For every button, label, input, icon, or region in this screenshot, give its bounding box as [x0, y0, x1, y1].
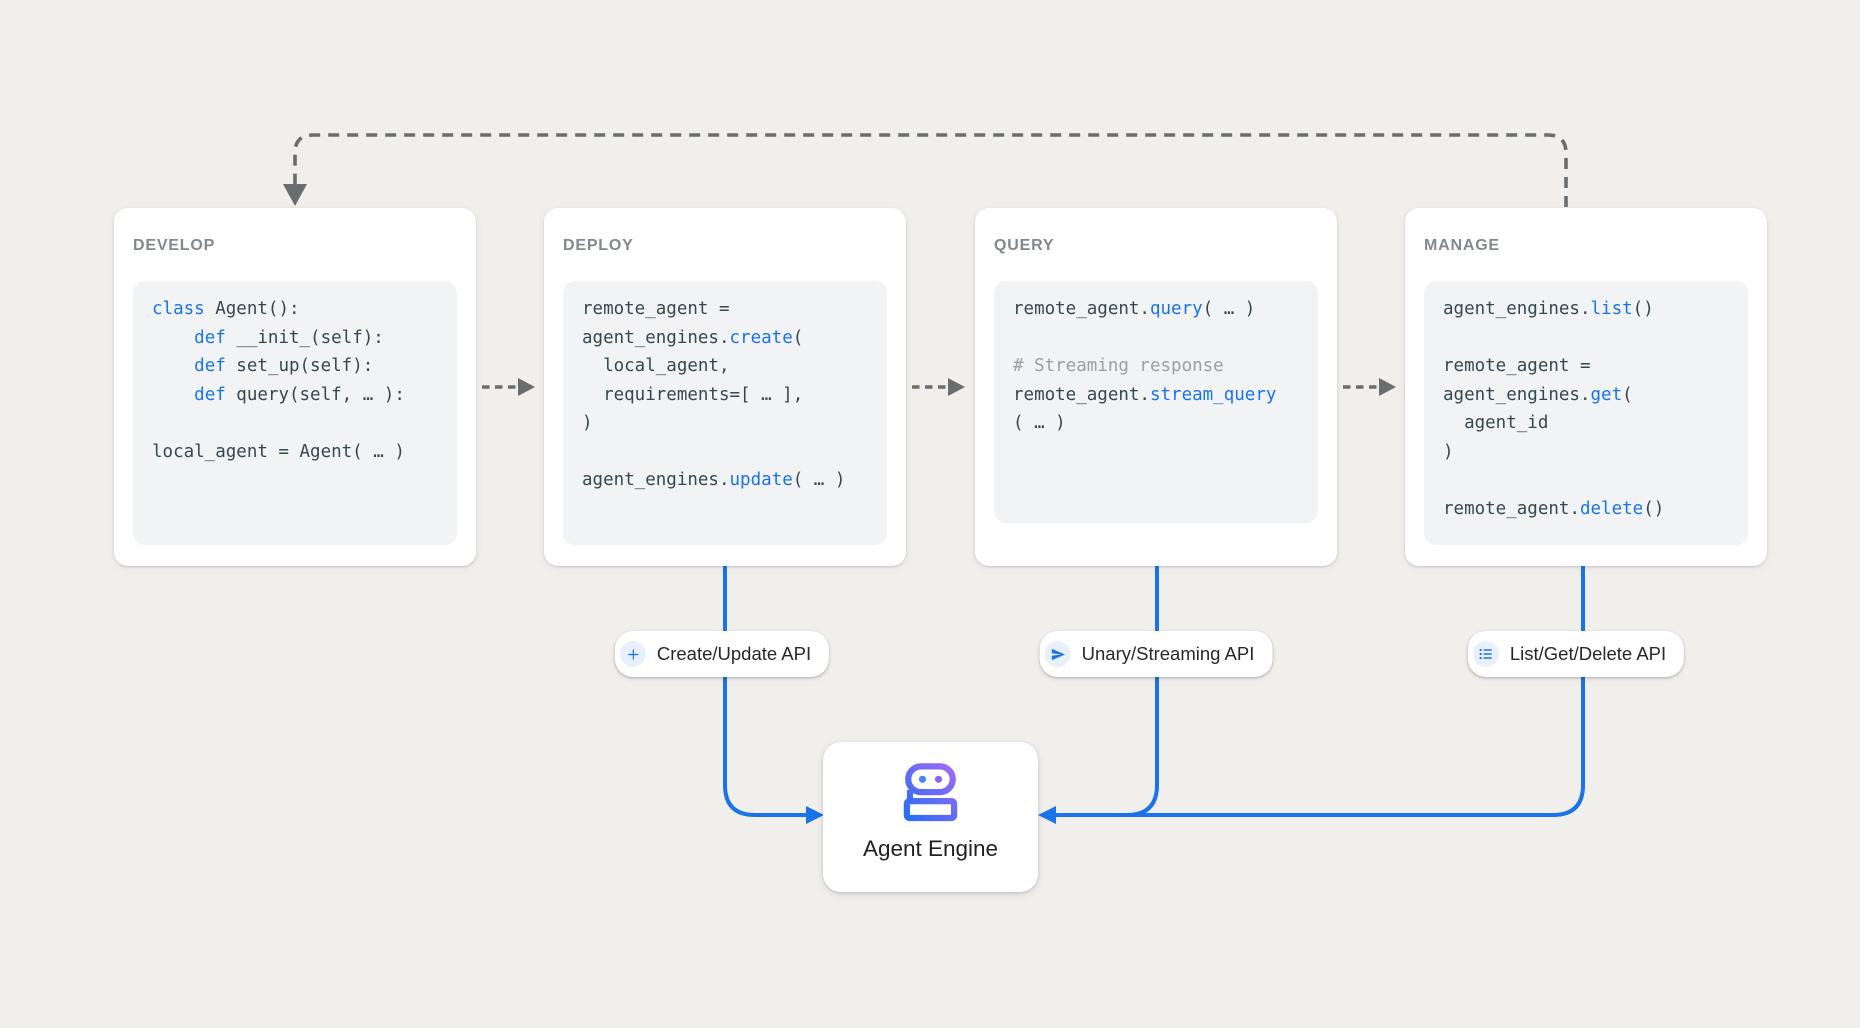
code-block: class Agent(): def __init_(self): def se…: [133, 281, 457, 545]
api-pill-create-update: Create/Update API: [614, 631, 830, 677]
card-deploy: DEPLOY remote_agent =agent_engines.creat…: [544, 208, 906, 566]
agent-engine-node: Agent Engine: [823, 742, 1038, 892]
api-pill-list-get-delete: List/Get/Delete API: [1467, 631, 1685, 677]
code-block: remote_agent =agent_engines.create( loca…: [563, 281, 887, 545]
card-title: DEVELOP: [133, 237, 216, 254]
card-query: QUERY remote_agent.query( … ) # Streamin…: [975, 208, 1337, 566]
flow-arrow-query-manage: [1343, 378, 1396, 396]
api-pill-unary-streaming: Unary/Streaming API: [1039, 631, 1273, 677]
blue-line-deploy-to-engine: [723, 566, 824, 824]
flow-arrow-deploy-query: [912, 378, 965, 396]
robot-icon: [903, 763, 958, 822]
card-develop: DEVELOP class Agent(): def __init_(self)…: [114, 208, 476, 566]
code-block: agent_engines.list() remote_agent =agent…: [1424, 281, 1748, 545]
card-title: MANAGE: [1424, 237, 1500, 254]
send-icon: [1044, 641, 1071, 667]
card-title: QUERY: [994, 237, 1055, 254]
card-manage: MANAGE agent_engines.list() remote_agent…: [1405, 208, 1767, 566]
loop-arrow-manage-to-develop: [283, 133, 1568, 207]
api-pill-label: List/Get/Delete API: [1509, 643, 1667, 664]
card-title: DEPLOY: [563, 237, 634, 254]
blue-line-manage-to-engine: [1038, 566, 1585, 824]
api-pill-label: Unary/Streaming API: [1081, 643, 1255, 664]
flow-arrow-develop-deploy: [482, 378, 535, 396]
code-block: remote_agent.query( … ) # Streaming resp…: [994, 281, 1318, 523]
api-pill-label: Create/Update API: [656, 643, 812, 664]
plus-icon: [619, 641, 646, 667]
list-icon: [1472, 641, 1499, 667]
blue-line-query-to-engine: [1090, 566, 1159, 817]
agent-engine-label: Agent Engine: [862, 836, 999, 861]
